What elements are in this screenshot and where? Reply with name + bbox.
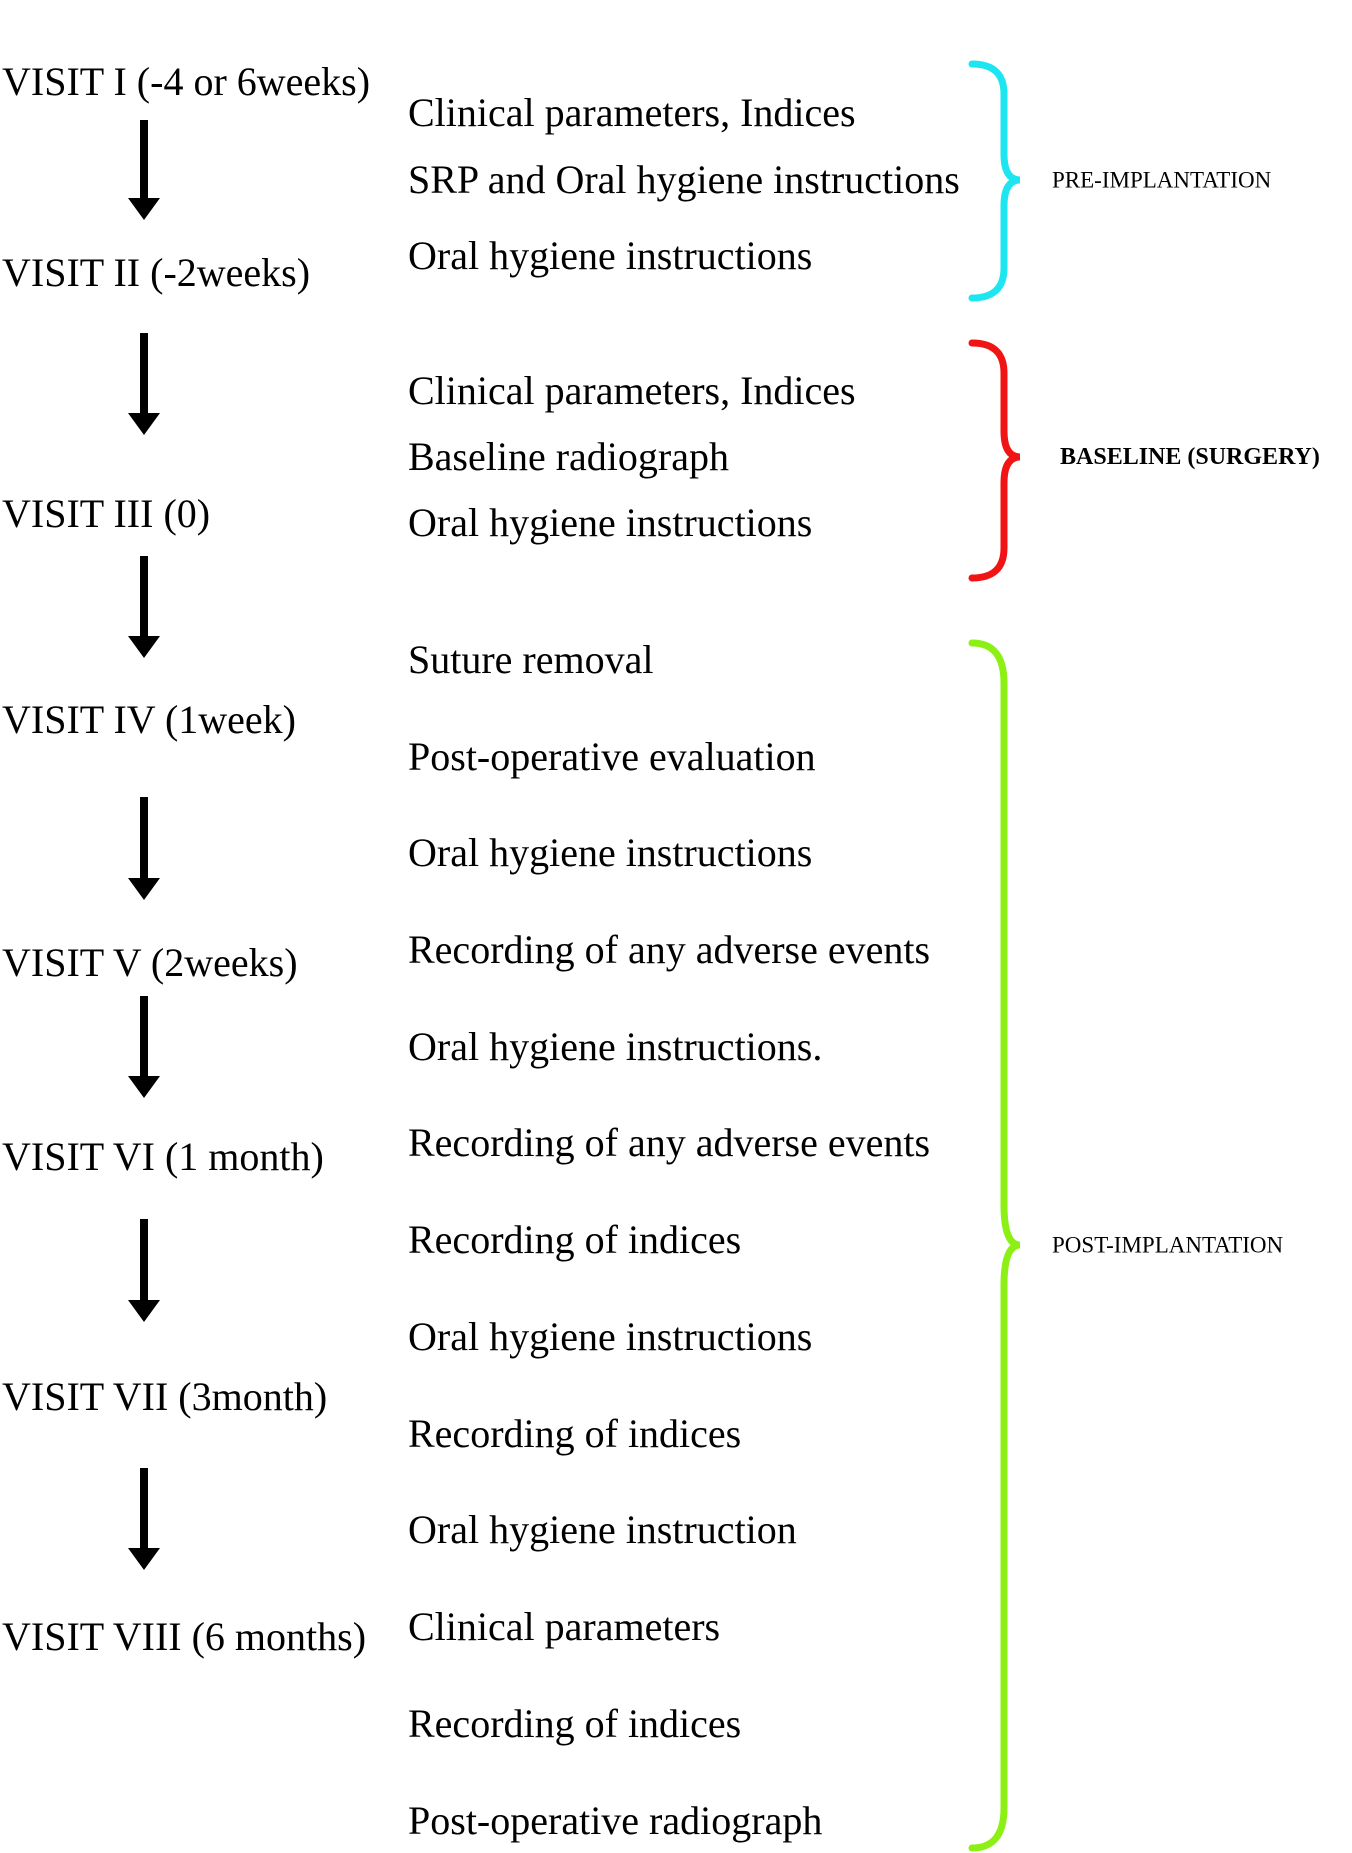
activity-item: Post-operative radiograph <box>408 1798 823 1843</box>
activity-item: Clinical parameters, Indices <box>408 368 856 413</box>
arrow-head <box>128 198 160 220</box>
visit-2-label: VISIT II (-2weeks) <box>2 250 311 295</box>
arrow-head <box>128 1548 160 1570</box>
arrow-head <box>128 1076 160 1098</box>
visit-7-label: VISIT VII (3month) <box>2 1374 328 1419</box>
visit-3-label: VISIT III (0) <box>2 491 211 536</box>
activity-item: Recording of any adverse events <box>408 927 931 972</box>
activity-item: Recording of indices <box>408 1701 742 1746</box>
baseline-surgery-label: BASELINE (SURGERY) <box>1060 444 1320 470</box>
down-arrow-icon <box>128 1468 160 1570</box>
activity-item: Recording of any adverse events <box>408 1120 931 1165</box>
post-implantation-label: POST-IMPLANTATION <box>1052 1232 1284 1258</box>
activity-item: Clinical parameters <box>408 1604 721 1649</box>
baseline-brace <box>968 339 1021 582</box>
down-arrow-icon <box>128 556 160 658</box>
activity-item: Oral hygiene instructions <box>408 1314 813 1359</box>
down-arrow-icon <box>128 1219 160 1322</box>
visit-1-label: VISIT I (-4 or 6weeks) <box>2 59 371 104</box>
arrow-head <box>128 1300 160 1322</box>
pre-implantation-brace <box>968 60 1021 302</box>
visit-4-label: VISIT IV (1week) <box>2 697 297 742</box>
activity-item: Oral hygiene instructions <box>408 830 813 875</box>
activity-item: Clinical parameters, Indices <box>408 90 856 135</box>
down-arrow-icon <box>128 996 160 1098</box>
arrow-head <box>128 878 160 900</box>
down-arrow-icon <box>128 333 160 435</box>
activity-item: Oral hygiene instructions. <box>408 1024 823 1069</box>
activity-item: Oral hygiene instructions <box>408 233 813 278</box>
visit-6-label: VISIT VI (1 month) <box>2 1134 324 1179</box>
activity-item: Post-operative evaluation <box>408 734 816 779</box>
activity-item: Recording of indices <box>408 1217 742 1262</box>
activity-item: Suture removal <box>408 637 654 682</box>
activity-item: Baseline radiograph <box>408 434 729 479</box>
activity-item: SRP and Oral hygiene instructions <box>408 157 960 202</box>
visit-5-label: VISIT V (2weeks) <box>2 940 298 985</box>
down-arrow-icon <box>128 120 160 220</box>
down-arrow-icon <box>128 797 160 900</box>
activity-item: Oral hygiene instruction <box>408 1507 797 1552</box>
visit-8-label: VISIT VIII (6 months) <box>2 1614 367 1659</box>
activity-item: Recording of indices <box>408 1411 742 1456</box>
arrow-head <box>128 636 160 658</box>
post-implantation-brace <box>968 639 1021 1852</box>
arrow-head <box>128 413 160 435</box>
pre-implantation-label: PRE-IMPLANTATION <box>1052 167 1272 193</box>
activity-item: Oral hygiene instructions <box>408 500 813 545</box>
